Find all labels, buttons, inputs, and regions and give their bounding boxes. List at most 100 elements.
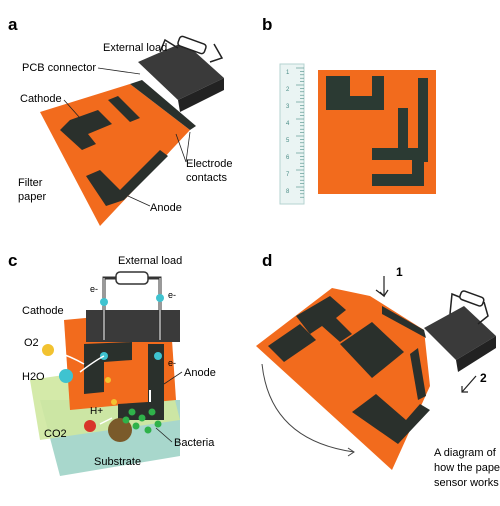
label-electron-left: e- (90, 284, 98, 294)
flow-arrow-3 (99, 417, 113, 425)
cathode-lead (108, 96, 140, 122)
sensor-anode-lead (418, 78, 428, 162)
caption-line-2: how the paper (434, 462, 500, 474)
label-arrow-2: 2 (480, 371, 487, 385)
flex-curve-head (347, 447, 355, 457)
label-h2o: H2O (22, 371, 45, 383)
pointer-bacteria (155, 427, 173, 443)
ruler-tick-label: 6 (286, 155, 290, 161)
label-arrow-1: 1 (396, 265, 403, 279)
co2-molecule (84, 420, 96, 432)
o2-molecule (42, 344, 54, 356)
pointer-anode (127, 195, 151, 207)
label-h-plus: H+ (90, 406, 103, 417)
pointer-anode-c (163, 371, 183, 385)
label-anode-c: Anode (184, 367, 216, 379)
panel-d-letter: d (262, 251, 272, 270)
sensor-anode-stem (398, 108, 408, 156)
panel-a: a External load PCB connector Cathode El… (8, 15, 232, 226)
load-wire-d-right (477, 301, 489, 325)
bent-paper (256, 288, 430, 470)
h2o-molecule (59, 369, 73, 383)
anode-electrode (86, 150, 168, 206)
label-co2: CO2 (44, 428, 67, 440)
label-o2: O2 (24, 337, 39, 349)
label-electrode-contacts-2: contacts (186, 172, 227, 184)
cathode-electrode-c (84, 342, 132, 394)
panel-b-letter: b (262, 15, 272, 34)
electrode-d-lead (410, 348, 426, 400)
ruler-tick-label: 1 (286, 70, 290, 76)
h-plus-ion-2 (111, 399, 117, 405)
label-external-load: External load (103, 42, 167, 54)
electrode-d-4 (352, 394, 430, 444)
ruler-tick-label: 2 (286, 87, 290, 93)
flow-arrow-1 (79, 355, 105, 373)
label-filter-paper-1: Filter (18, 177, 43, 189)
panel-d: d 1 2 A diagram of how the paper sensor … (256, 251, 500, 489)
connector-d-side (456, 336, 496, 372)
sensor-cathode (326, 76, 384, 110)
bend-arrow-2-head (461, 386, 468, 393)
label-filter-paper-2: paper (18, 191, 46, 203)
caption-line-1: A diagram of (434, 447, 497, 459)
label-electrode-contacts-1: Electrode (186, 158, 232, 170)
external-load-resistor (177, 35, 207, 55)
caption-line-3: sensor works (434, 477, 499, 489)
contact-strip-d (382, 306, 426, 338)
bacteria-cluster (122, 408, 162, 434)
label-electron-lower: e- (168, 358, 176, 368)
pointer-contacts-a (175, 133, 187, 163)
label-external-load-c: External load (118, 255, 182, 267)
electron-ball-1 (100, 298, 108, 306)
electron-ball-2 (156, 294, 164, 302)
bend-arrow-1 (375, 276, 385, 298)
connector-d (424, 306, 496, 360)
bend-arrow-2 (461, 375, 477, 393)
electrode-d-3 (340, 322, 404, 378)
pointer-pcb (97, 67, 141, 75)
label-substrate: Substrate (94, 456, 141, 468)
electrode-contact-strip (130, 80, 196, 130)
ruler-tick-label: 4 (286, 121, 290, 127)
flex-curve (261, 363, 355, 453)
label-cathode: Cathode (20, 93, 62, 105)
label-anode: Anode (150, 202, 182, 214)
ruler (279, 63, 305, 205)
label-cathode-c: Cathode (22, 305, 64, 317)
load-wire-d-left (449, 292, 463, 315)
cathode-electrode (60, 110, 112, 150)
label-bacteria: Bacteria (174, 437, 215, 449)
pointer-cathode (63, 99, 81, 119)
panel-c: c (8, 251, 216, 476)
panel-b: b 1 2 3 4 5 6 7 8 (262, 15, 436, 205)
electrode-d-2 (296, 296, 352, 342)
flow-arrow-2 (55, 351, 85, 365)
pcb-connector-side (178, 78, 224, 112)
ruler-tick-label: 5 (286, 138, 290, 144)
label-electron-right: e- (168, 290, 176, 300)
connector-block (86, 310, 180, 342)
panel-a-letter: a (8, 15, 18, 34)
ruler-ticks: 1 2 3 4 5 6 7 8 (286, 67, 304, 198)
ruler-tick-label: 7 (286, 172, 290, 178)
substrate-particle (108, 418, 132, 442)
label-pcb-connector: PCB connector (22, 62, 96, 74)
h-plus-ion-1 (105, 377, 111, 383)
external-load-c (115, 271, 149, 285)
external-load-d (459, 290, 485, 307)
bend-arrow-1-head (379, 289, 389, 297)
sensor-anode (372, 148, 424, 186)
ruler-tick-label: 8 (286, 189, 290, 195)
load-wire-left (159, 38, 179, 53)
pointer-contacts-b (185, 131, 191, 163)
anode-electrode-c (118, 344, 164, 420)
pcb-connector (138, 42, 224, 100)
electrode-d-1 (268, 324, 316, 362)
ruler-tick-label: 3 (286, 104, 290, 110)
load-wire-right (209, 43, 224, 63)
electron-ball-4 (154, 352, 162, 360)
panel-c-letter: c (8, 251, 17, 270)
